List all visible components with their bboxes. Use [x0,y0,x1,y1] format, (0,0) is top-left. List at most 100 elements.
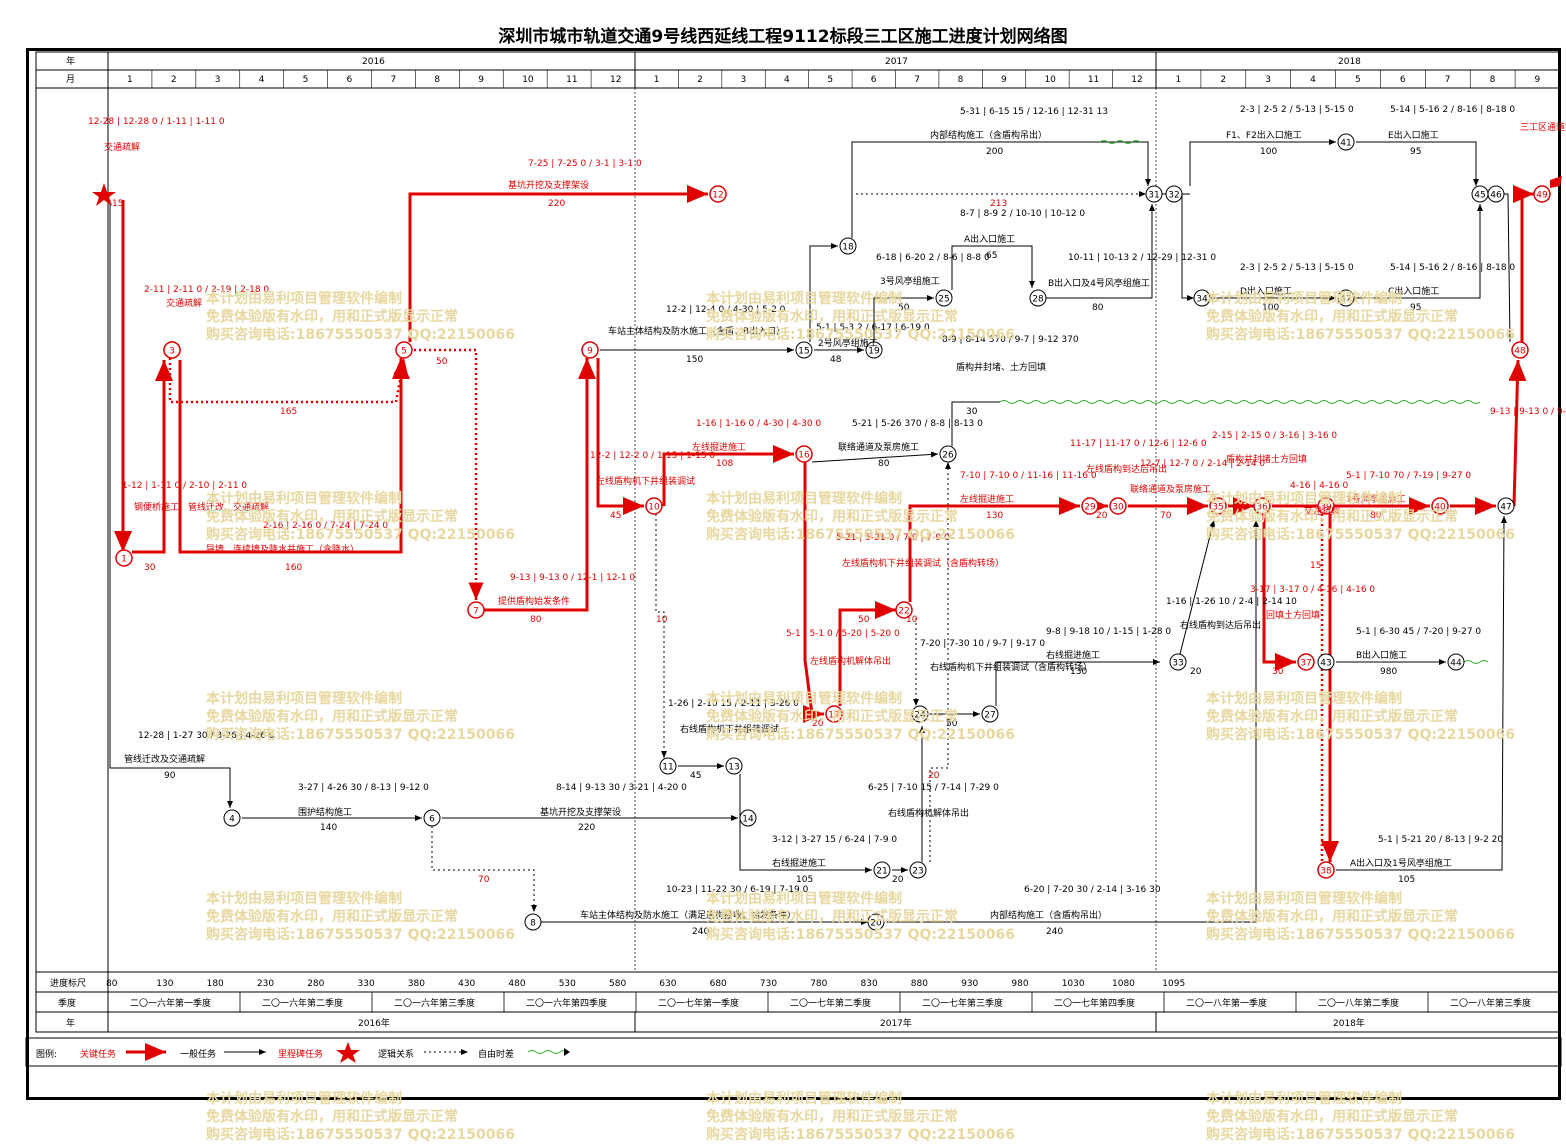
arrow-9-10 [596,358,644,515]
arrow-16-26 [811,451,939,463]
task-labels: 1-12 | 1-11 0 / 2-10 | 2-11 0 钢便桥施工、管线迁改… [88,105,1566,937]
t21-dur: 30 [966,407,978,417]
node-29: 29 [1081,497,1099,515]
header-month-label: 月 [66,74,75,85]
node-label: 6 [429,815,435,825]
quarter-cell: 二〇一八年第二季度 [1318,997,1399,1009]
node-label: 13 [728,763,739,773]
t7-dates: 12-2 | 12-2 0 / 1-15 | 1-15 0 [590,451,715,461]
quarter-cell: 二〇一六年第三季度 [394,997,475,1009]
quarter-cell: 二〇一七年第二季度 [790,997,871,1009]
legend-title: 图例: [36,1050,58,1060]
month-cell: 9 [478,75,484,85]
logic-23-26 [929,462,951,862]
node-circle [1497,497,1515,515]
month-cell: 2 [171,75,177,85]
t33-dates: 12-7 | 12-7 0 / 2-14 | 2-14 0 [1140,459,1265,469]
node-label: 35 [1212,503,1223,513]
t21-name: 盾构井封堵、土方回填 [956,361,1046,373]
node-circle [581,341,599,359]
node-43: 43 [1317,653,1335,671]
legend-float-wave [527,1050,569,1054]
t38-name: 回填土方回填 [1266,609,1320,621]
node-circle [1317,861,1335,879]
node-label: 34 [1196,295,1208,305]
t41-dur: 15 [112,199,123,209]
node-layer: 1234567891011121314151617181920212223242… [115,133,1551,931]
t32-dates: 5-14 | 5-16 2 / 8-16 | 8-18 0 [1390,263,1515,273]
node-circle [223,809,241,827]
t42-name: 左线盾构到达后吊出 [1086,463,1167,475]
t43-name: 右线盾构到达后吊出 [1180,619,1261,631]
node-circle [873,861,891,879]
arrow-1-2 [132,360,173,554]
node-38: 38 [1317,861,1335,879]
month-cell: 11 [566,75,577,85]
t27-dates: 6-25 | 7-10 15 / 7-14 | 7-29 0 [868,783,999,793]
node-37: 37 [1297,653,1315,671]
node-circle [939,445,957,463]
node-circle [1169,653,1187,671]
node-circle [1337,289,1355,307]
node-circle [1487,185,1505,203]
float-50: 50 [436,357,448,367]
arrow-15-18 [809,243,838,342]
node-label: 33 [1172,659,1183,669]
quarter-cell: 二〇一七年第一季度 [658,997,739,1009]
node-circle [645,497,663,515]
t32-name: C出入口施工 [1388,285,1439,297]
month-cell: 6 [871,75,877,85]
t9-dur: 80 [878,459,890,469]
arrow-16-17 [803,462,824,723]
footer-year-2018: 2018年 [1333,1017,1365,1029]
t15-name: 内部结构施工（含盾构吊出） [990,909,1107,921]
node-label: 31 [1148,191,1159,201]
node-circle [163,341,181,359]
arrow-47-48 [1508,359,1527,507]
month-cell: 1 [1175,75,1181,85]
node-19: 19 [865,341,883,359]
node-circle [795,341,813,359]
node-22: 22 [895,601,913,619]
node-circle [825,705,843,723]
arrow-48-49 [1513,185,1534,342]
scale-tick: 580 [609,979,626,989]
t17-dates: 8-7 | 8-9 2 / 10-10 | 10-12 0 [960,209,1085,219]
node-label: 40 [1434,503,1446,513]
scale-tick: 930 [961,979,978,989]
node-6: 6 [423,809,441,827]
node-label: 1 [121,555,127,565]
float-wave-26 [999,400,1481,404]
t22-dates: 7-10 | 7-10 0 / 11-16 | 11-16 0 [960,471,1097,481]
quarter-cell: 二〇一六年第二季度 [262,997,343,1009]
t20-dur: 48 [830,355,842,365]
page-title: 深圳市城市轨道交通9号线西延线工程9112标段三工区施工进度计划网络图 [498,27,1068,47]
node-label: 49 [1536,191,1548,201]
year-2017: 2017 [885,57,908,67]
node-circle [839,237,857,255]
t4-dur: 220 [548,199,565,209]
month-cell: 5 [303,75,309,85]
t10-dur: 90 [164,771,176,781]
arrow-36-37 [1262,514,1296,671]
t29-dates: 2-3 | 2-5 2 / 5-13 | 5-15 0 [1240,105,1354,115]
node-16: 16 [795,445,813,463]
t32-dur: 95 [1410,303,1421,313]
float-165: 165 [280,407,297,417]
arrow-41-45 [1356,141,1479,186]
node-label: 44 [1450,659,1462,669]
float-10: 10 [656,615,668,625]
t16-dates: 5-31 | 6-15 15 / 12-16 | 12-31 13 [960,107,1108,117]
t19-dates: 6-18 | 6-20 2 / 8-6 | 8-8 0 [876,253,990,263]
t10-dates: 12-28 | 1-27 30 / 3-26 | 4-26 0 [138,731,275,741]
month-cell: 7 [914,75,920,85]
t24-dates: 5-21 | 5-21 0 / 7-9 | 7-9 0 [836,533,950,543]
t16-name: 内部结构施工（含盾构吊出） [930,129,1047,141]
arrow-26-float [951,401,1000,446]
node-label: 38 [1320,867,1332,877]
scale-tick: 330 [358,979,375,989]
t18-dates: 10-11 | 10-13 2 / 12-29 | 12-31 0 [1068,253,1216,263]
arrow-20-36 [886,520,1259,923]
